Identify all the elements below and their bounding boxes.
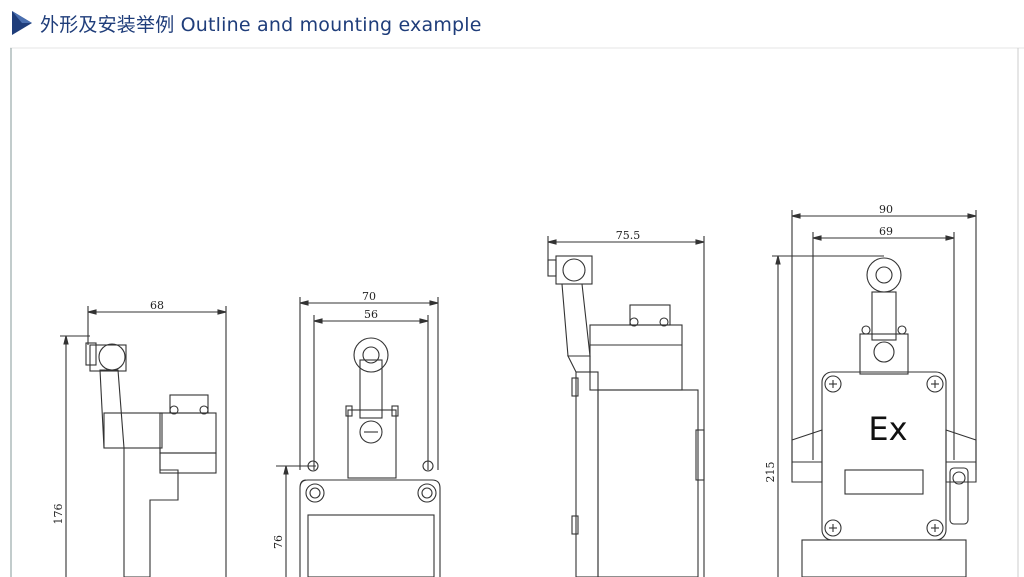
dim-label-view2-height: 76 (272, 535, 285, 549)
view-4-front (772, 210, 977, 577)
view-2-front (276, 297, 441, 577)
dim-label-view1-width: 68 (150, 299, 164, 312)
dim-label-view3-width: 75.5 (616, 229, 641, 242)
dim-label-view1-height: 176 (52, 504, 65, 525)
view-3-side (547, 236, 705, 577)
ex-marking: Ex (868, 410, 907, 448)
section-title: 外形及安装举例 Outline and mounting example (40, 13, 482, 36)
dim-label-view4-outer: 90 (879, 203, 893, 216)
dim-label-view4-inner: 69 (879, 225, 893, 238)
dim-label-view2-inner: 56 (364, 308, 378, 321)
triangle-arrow-icon (12, 11, 32, 35)
section-header: 外形及安装举例 Outline and mounting example (10, 8, 482, 38)
view-1-side (60, 306, 227, 577)
dim-label-view2-outer: 70 (362, 290, 376, 303)
dim-label-view4-height: 215 (764, 462, 777, 483)
